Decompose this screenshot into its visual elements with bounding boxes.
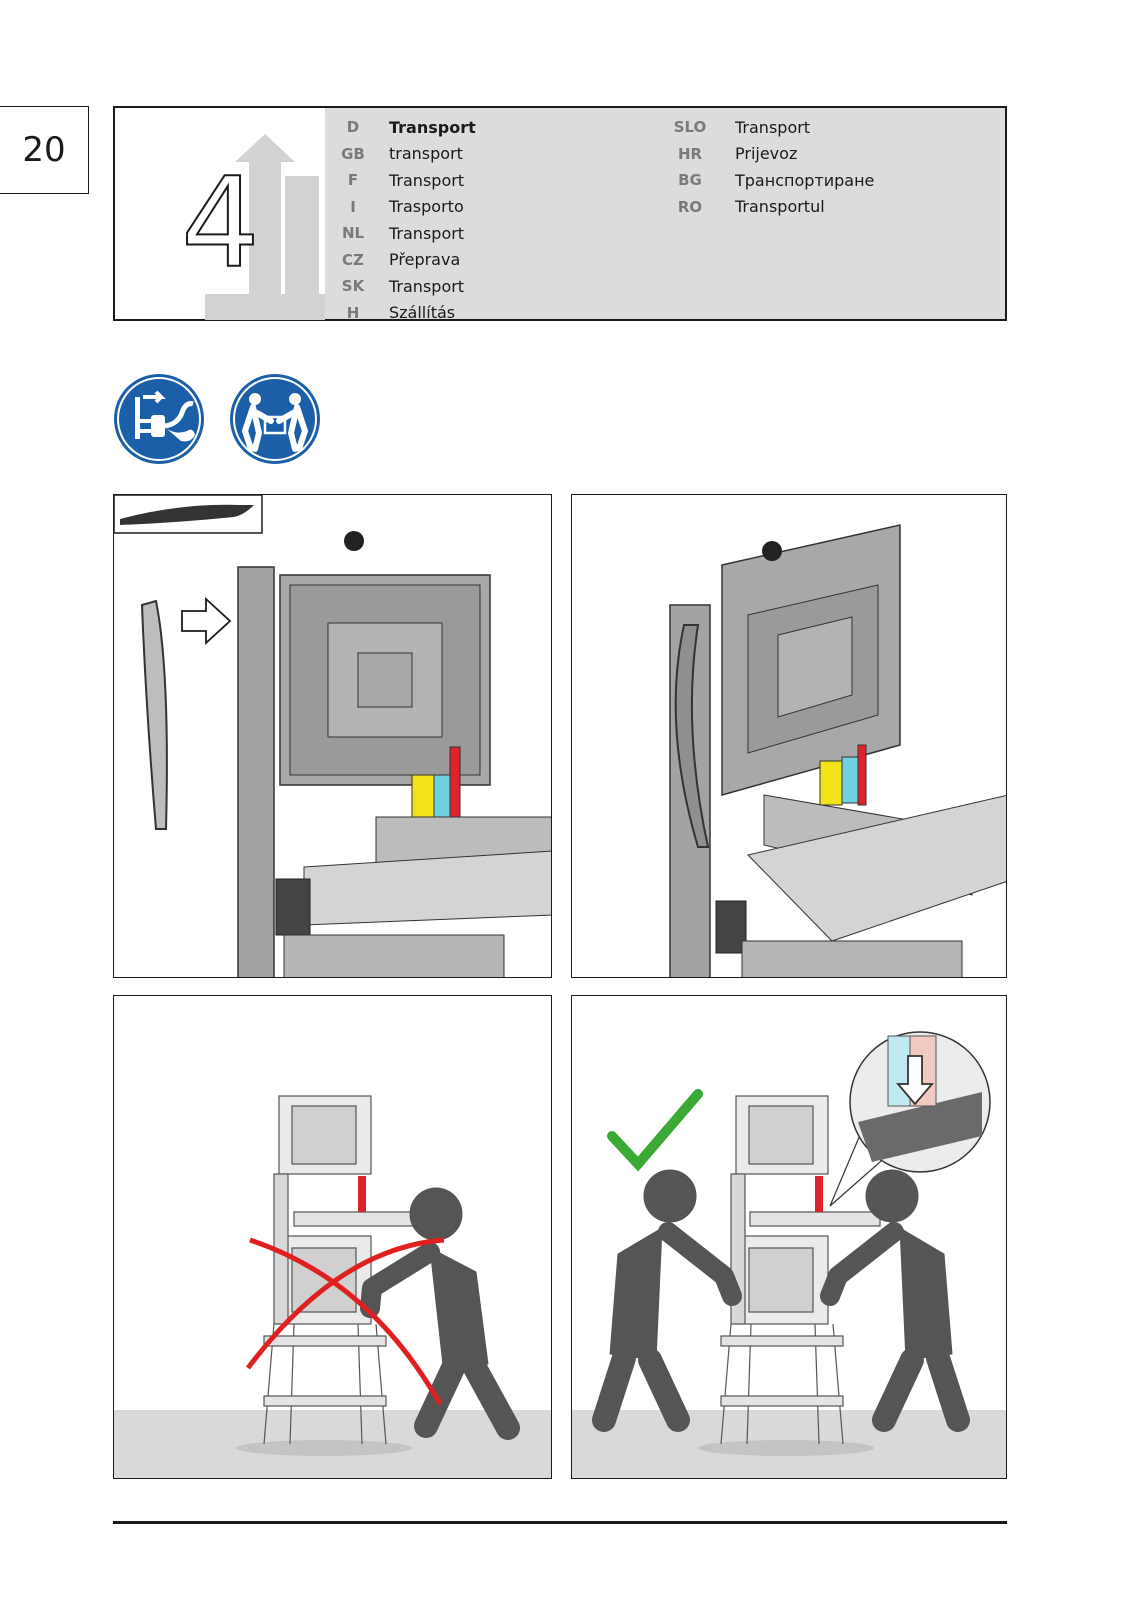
insert-arrow-icon bbox=[181, 596, 232, 646]
language-row: SK Transport bbox=[327, 273, 476, 300]
tension-knob-icon bbox=[344, 531, 364, 551]
language-code: I bbox=[350, 197, 356, 216]
panel-wrong-lifting bbox=[113, 995, 552, 1479]
language-row: NL Transport bbox=[327, 220, 476, 247]
language-code: H bbox=[346, 303, 360, 322]
tension-knob-icon bbox=[762, 541, 782, 561]
carry-handle-icon bbox=[140, 599, 168, 830]
language-code: F bbox=[347, 171, 359, 190]
person-icon bbox=[360, 1187, 520, 1440]
wrong-cross-icon bbox=[249, 1237, 443, 1406]
language-title: Szállítás bbox=[389, 303, 456, 323]
chapter-arrow-icon: 4 bbox=[181, 134, 325, 320]
two-person-lift-icon bbox=[230, 374, 320, 464]
lifting-scene bbox=[114, 1095, 551, 1478]
language-row: RO Transportul bbox=[655, 194, 874, 221]
language-title: transport bbox=[389, 144, 463, 164]
language-title: Přeprava bbox=[389, 250, 461, 270]
language-row: GB transport bbox=[327, 141, 476, 168]
language-title: Transportul bbox=[735, 197, 825, 217]
language-code: SK bbox=[341, 277, 365, 296]
band-saw-icon bbox=[114, 495, 551, 977]
language-row: CZ Přeprava bbox=[327, 247, 476, 274]
band-saw-icon bbox=[720, 1095, 881, 1445]
language-title: Transport bbox=[735, 117, 811, 137]
panel-handle-attached bbox=[571, 494, 1007, 978]
language-row: D Transport bbox=[327, 114, 476, 141]
language-row: I Trasporto bbox=[327, 194, 476, 221]
language-row: SLO Transport bbox=[655, 114, 874, 141]
language-row: F Transport bbox=[327, 167, 476, 194]
detail-zoom-icon bbox=[829, 1031, 991, 1207]
language-row: H Szállítás bbox=[327, 300, 476, 327]
language-code: SLO bbox=[673, 118, 707, 137]
language-title: Transport bbox=[389, 117, 476, 137]
band-saw-icon bbox=[669, 524, 1006, 977]
language-code: D bbox=[346, 118, 360, 137]
panel-attach-handle bbox=[113, 494, 552, 978]
language-code: BG bbox=[678, 171, 702, 190]
language-title: Транспортиране bbox=[735, 170, 875, 190]
language-title: Trasporto bbox=[389, 197, 464, 217]
carry-handle-icon bbox=[674, 624, 710, 848]
lifting-scene bbox=[572, 1031, 1006, 1478]
person-icon bbox=[820, 1169, 970, 1432]
language-code: GB bbox=[341, 144, 365, 163]
language-code: CZ bbox=[342, 250, 364, 269]
language-row: HR Prijevoz bbox=[655, 141, 874, 168]
band-saw-icon bbox=[263, 1095, 425, 1445]
language-title: Prijevoz bbox=[735, 144, 798, 164]
language-row: BG Транспортиране bbox=[655, 167, 874, 194]
panel-correct-lifting bbox=[571, 995, 1007, 1479]
language-title: Transport bbox=[389, 223, 465, 243]
language-title: Transport bbox=[389, 276, 465, 296]
language-code: HR bbox=[677, 144, 703, 163]
handle-detail-icon bbox=[120, 504, 254, 525]
page-number: 20 bbox=[0, 106, 89, 194]
language-code: RO bbox=[677, 197, 703, 216]
chapter-number: 4 bbox=[181, 152, 260, 296]
language-panel bbox=[325, 108, 1005, 319]
language-title: Transport bbox=[389, 170, 465, 190]
person-icon bbox=[592, 1169, 742, 1432]
footer-rule bbox=[113, 1521, 1007, 1524]
unplug-before-work-icon bbox=[114, 374, 204, 464]
correct-check-icon bbox=[607, 1089, 703, 1172]
language-code: NL bbox=[341, 224, 365, 243]
